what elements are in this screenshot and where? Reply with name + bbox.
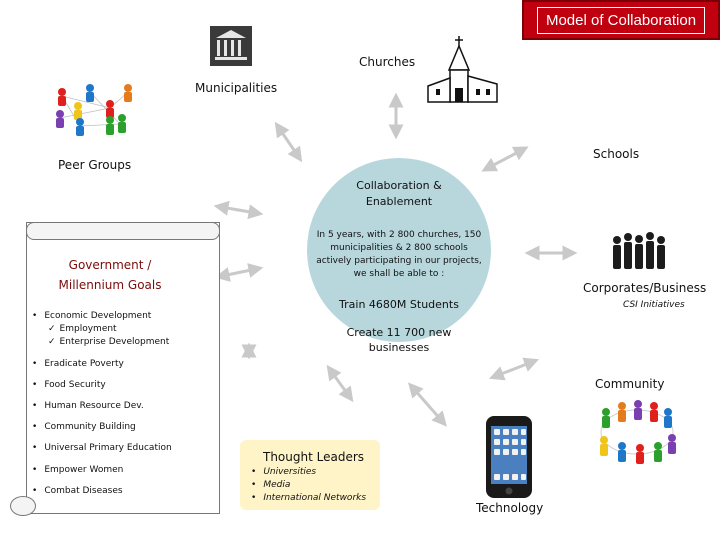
arrow-schools [481,146,529,172]
circle-intro-line3: actively participating in our projects, [316,256,482,266]
arrows [213,92,578,427]
bank-building-icon [210,26,252,66]
goal-universal-primary-education: Universal Primary Education [32,443,171,453]
arrow-technology [408,382,447,427]
circle-heading-line2: Enablement [365,195,433,208]
circle-intro-line1: In 5 years, with 2 800 churches, 150 [316,230,482,240]
goal-employment: Employment [48,324,117,334]
thought-leaders-title: Thought Leaders [263,450,365,464]
label-municipalities: Municipalities [195,81,278,95]
community-network-icon [600,400,676,464]
goal-combat-diseases: Combat Diseases [32,486,122,496]
label-churches: Churches [359,55,416,69]
arrow-municipalities [274,121,303,163]
scroll-bottom-roll [10,496,36,516]
circle-intro-line4: we shall be able to : [353,269,445,279]
arrow-thought-leaders [326,364,354,403]
circle-goal-create-line1: Create 11 700 new [346,326,452,339]
label-corporates: Corporates/Business [583,281,707,295]
circle-goal-create-line2: businesses [368,341,430,354]
goal-empower-women: Empower Women [32,465,123,475]
circle-heading-line1: Collaboration & [356,179,442,192]
thought-leader-universities: Universities [251,467,316,477]
thought-leader-media: Media [251,480,290,490]
label-peer-groups: Peer Groups [58,158,132,172]
government-title-line2: Millennium Goals [58,278,162,292]
label-community: Community [595,377,665,391]
peer-network-icon [56,84,132,136]
label-technology: Technology [476,501,544,515]
arrow-government [214,263,264,282]
page-title: Model of Collaboration [536,6,706,34]
goal-community-building: Community Building [32,422,135,432]
smartphone-icon [486,416,532,498]
circle-goal-train: Train 4680M Students [339,298,459,311]
thought-leader-international-networks: International Networks [251,493,366,503]
government-title: Government / Millennium Goals [40,255,180,295]
collaboration-circle: Collaboration & Enablement In 5 years, w… [307,158,491,342]
goal-eradicate-poverty: Eradicate Poverty [32,359,124,369]
goal-human-resource-dev: Human Resource Dev. [32,401,143,411]
arrow-community [489,357,539,381]
arrow-peer-groups [213,200,264,220]
title-box: Model of Collaboration [522,0,720,40]
label-schools: Schools [593,147,640,161]
circle-intro-line2: municipalities & 2 800 schools [330,243,468,253]
scroll-top-roll [26,222,220,240]
goal-economic-development: Economic Development [32,311,151,321]
goal-enterprise-development: Enterprise Development [48,337,170,347]
goal-food-security: Food Security [32,380,105,390]
government-title-line1: Government / [68,258,152,272]
church-icon [427,36,498,103]
label-csi-initiatives: CSI Initiatives [623,300,685,310]
business-people-icon [613,232,665,269]
